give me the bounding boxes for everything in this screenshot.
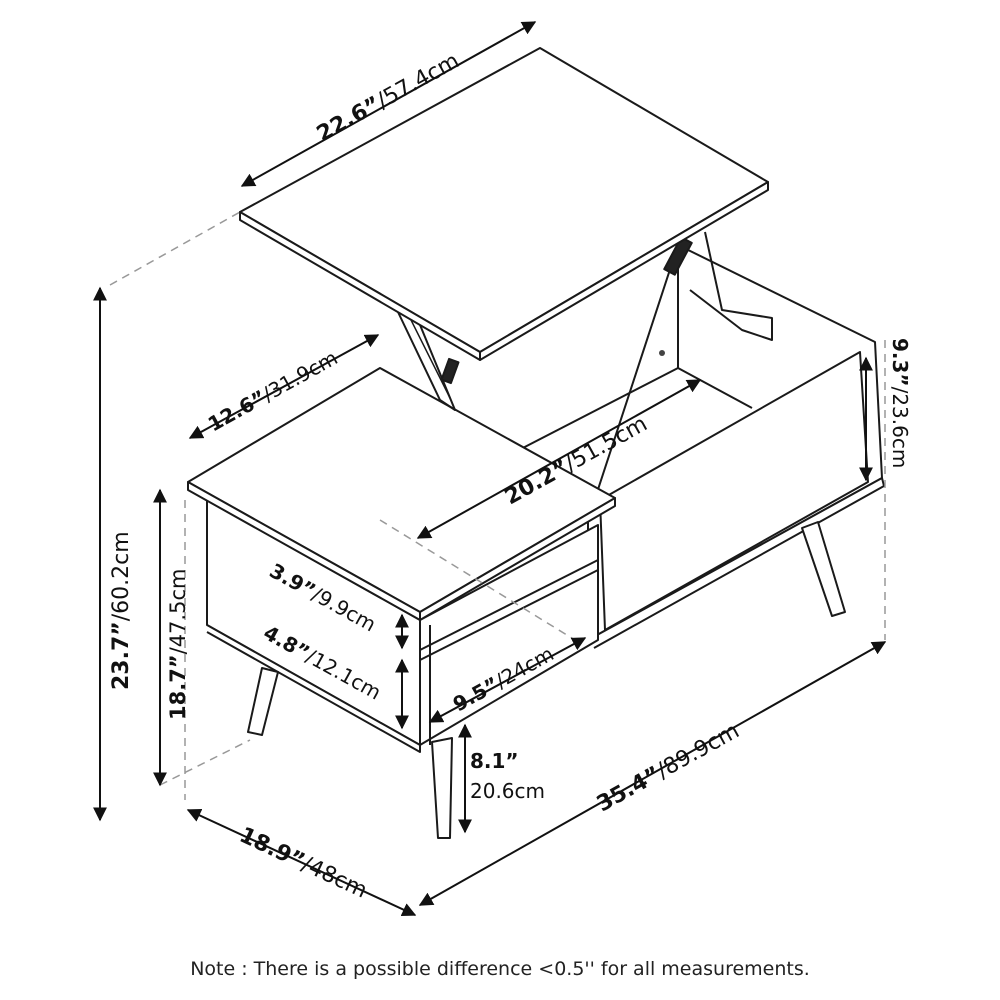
leg-front-center: [431, 737, 453, 839]
dimension-arrows: [93, 21, 887, 917]
arrow-overall-depth: [186, 808, 417, 917]
lift-arm-right: [689, 231, 773, 341]
arrow-overall-width: [418, 641, 887, 906]
label-leg-height-cm: 20.6cm: [470, 779, 545, 803]
measurement-note: Note : There is a possible difference <0…: [190, 958, 810, 980]
arrow-top-width: [240, 21, 537, 187]
label-total-height: 23.7”/60.2cm: [109, 531, 134, 690]
arrow-side-depth: [188, 334, 380, 439]
shelf-upper: [419, 559, 599, 651]
leg-front-left: [247, 667, 279, 736]
arrow-inner-depth: [416, 379, 702, 539]
label-leg-height-inch: 8.1”: [470, 749, 519, 773]
leg-back-right: [801, 521, 846, 617]
table-outline: [187, 47, 885, 839]
label-overall-depth: 18.9”/48cm: [235, 823, 370, 904]
label-overall-width: 35.4”/89.9cm: [593, 718, 744, 817]
label-lift-height: 9.3”/23.6cm: [888, 338, 912, 468]
guide-lines: [109, 211, 886, 800]
label-body-height: 18.7”/47.5cm: [166, 569, 190, 720]
